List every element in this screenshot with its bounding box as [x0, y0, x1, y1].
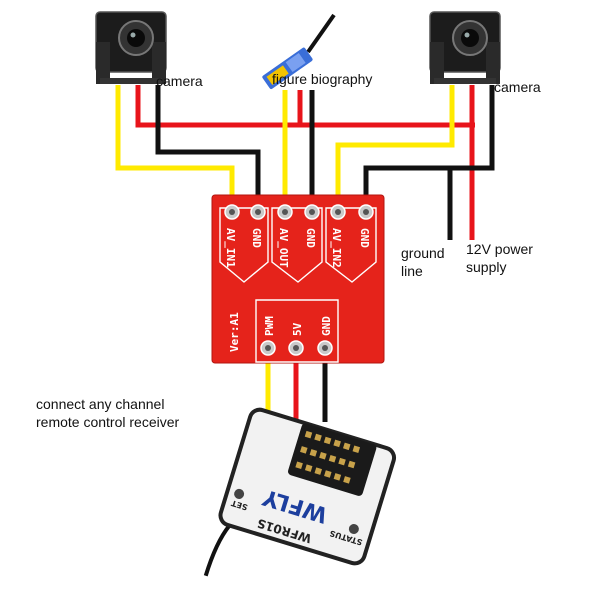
wire-left-camera-video [115, 85, 235, 205]
label-transmitter: figure biography [272, 71, 373, 87]
pin-label-gnd-1: GND [250, 228, 263, 248]
pin-label-pwm: PWM [263, 316, 276, 336]
label-ground-line-1: ground [401, 245, 445, 261]
pin-label-gnd-bottom: GND [320, 316, 333, 336]
label-power-supply-2: supply [466, 259, 507, 275]
board-top-pins [224, 204, 374, 220]
wire-right-camera-ground [363, 85, 495, 205]
rc-receiver: WFLY WFR01S SET STATUS [203, 407, 397, 577]
switch-board: AV_IN1 GND AV_OUT GND AV_IN2 GND PWM 5V … [211, 194, 385, 364]
pin-label-gnd-3: GND [358, 228, 371, 248]
pin-label-gnd-2: GND [304, 228, 317, 248]
pin-label-5v: 5V [291, 322, 304, 336]
label-camera-left: camera [156, 73, 203, 89]
wires [115, 85, 495, 435]
camera-left [95, 11, 167, 84]
wire-right-camera-video [335, 85, 455, 205]
label-receiver-note-2: remote control receiver [36, 414, 180, 430]
label-ground-line-2: line [401, 263, 423, 279]
wire-left-camera-ground [155, 85, 261, 205]
label-receiver-note-1: connect any channel [36, 396, 165, 412]
label-camera-right: camera [494, 79, 541, 95]
pin-label-av-in1: AV_IN1 [224, 228, 237, 268]
label-power-supply-1: 12V power [466, 241, 533, 257]
camera-right [429, 11, 501, 84]
board-version: Ver:A1 [228, 312, 241, 352]
wire-power-bus [135, 85, 475, 128]
video-transmitter [262, 13, 336, 89]
pin-label-av-out: AV_OUT [277, 228, 290, 268]
board-bottom-pins [260, 340, 333, 356]
pin-label-av-in2: AV_IN2 [330, 228, 343, 268]
